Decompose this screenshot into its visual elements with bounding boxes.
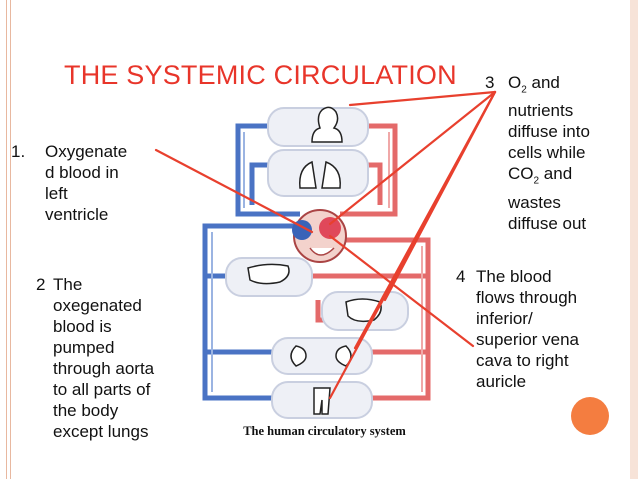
step2-line: blood is	[53, 317, 112, 336]
step2-line: pumped	[53, 338, 115, 357]
step1-line: d blood in	[45, 163, 119, 182]
heart-left-side	[319, 217, 341, 239]
slide-title: THE SYSTEMIC CIRCULATION	[64, 60, 457, 90]
o2-subscript: 2	[521, 84, 527, 96]
step4-number: 4	[456, 267, 466, 286]
step4-text: The blood flows through inferior/ superi…	[476, 266, 579, 392]
step3-line: cells while	[508, 143, 586, 163]
pointer-step3-legs	[328, 90, 497, 400]
step1-line: left	[45, 184, 68, 203]
diagram-caption: The human circulatory system	[243, 424, 406, 438]
co2-tail: and	[539, 164, 573, 184]
co2-subscript: 2	[533, 175, 540, 187]
step1-line: Oxygenate	[45, 142, 128, 161]
step1-line: ventricle	[45, 205, 109, 224]
step3-line: diffuse into	[508, 122, 590, 142]
o2-symbol: O	[508, 73, 522, 92]
step2-line: the body	[53, 401, 119, 420]
step2-line: except lungs	[53, 422, 149, 441]
step2-number: 2	[36, 275, 46, 294]
step3-co2-line: CO2 and	[508, 163, 590, 191]
o2-tail: and	[526, 73, 560, 92]
pointer-step3-head	[348, 90, 497, 107]
step2-line: to all parts of	[53, 380, 151, 399]
step3-text: O2 and nutrients diffuse into cells whil…	[508, 72, 590, 234]
step3-number: 3	[485, 73, 495, 92]
co2-symbol: CO	[508, 164, 534, 184]
step4-line: auricle	[476, 372, 527, 391]
step3-line: nutrients	[508, 101, 574, 121]
organs	[247, 106, 382, 415]
pointer-step3-heart	[328, 90, 497, 226]
step3-line: wastes	[508, 192, 561, 212]
capillary-lungs	[267, 149, 369, 197]
pointer-step1	[154, 148, 314, 234]
left-border-line-2	[10, 0, 11, 479]
capillary-beds	[225, 107, 409, 419]
head-icon	[311, 106, 343, 143]
legs-icon	[313, 387, 331, 415]
capillary-head	[267, 107, 369, 147]
step3-line: diffuse out	[508, 213, 587, 233]
left-border-line-1	[6, 0, 7, 479]
step2-line: oxegenated	[53, 296, 142, 315]
step2-text: The oxegenated blood is pumped through a…	[53, 274, 154, 442]
step4-line: superior vena	[476, 330, 580, 349]
right-edge-strip	[630, 0, 638, 479]
vein-lower	[202, 223, 300, 401]
step4-line: The blood	[476, 267, 552, 286]
liver-icon	[247, 263, 290, 285]
step4-line: inferior/	[476, 309, 533, 328]
step2-line: through aorta	[53, 359, 155, 378]
step1-number: 1.	[11, 142, 26, 161]
step1-text: Oxygenate d blood in left ventricle	[45, 141, 127, 225]
kidneys-icon	[290, 345, 352, 367]
artery-lower	[340, 237, 431, 401]
step2-line: The	[53, 275, 83, 294]
decorative-orange-circle	[571, 397, 609, 435]
lungs-icon	[299, 160, 341, 189]
step4-line: flows through	[476, 288, 578, 307]
pointer-lines	[154, 90, 497, 400]
step4-line: cava to right	[476, 351, 569, 370]
step3-o2-line: O2 and	[508, 72, 590, 100]
pointer-step4	[328, 234, 475, 348]
